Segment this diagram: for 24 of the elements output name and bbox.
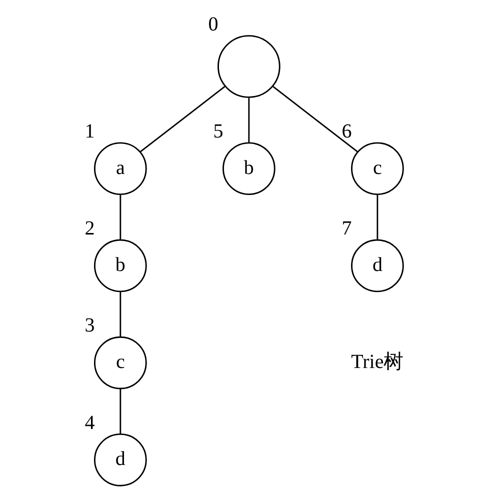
node-label: 5 (213, 120, 224, 142)
node-label: 1 (84, 120, 95, 142)
node-circle: c (351, 142, 404, 196)
label: Trie树 (351, 351, 404, 374)
node-label: 0 (208, 13, 218, 36)
connector (376, 194, 378, 240)
node-circle: b (222, 142, 276, 196)
node-circle: b (94, 239, 147, 292)
node-label: 4 (84, 412, 95, 434)
connector (140, 86, 226, 152)
node-label: 7 (342, 218, 352, 240)
node-label: 2 (84, 218, 95, 240)
connector (248, 98, 250, 143)
connector (120, 194, 122, 240)
node-label: 6 (342, 120, 352, 142)
connector (120, 389, 122, 434)
connector (120, 292, 122, 336)
node-circle: a (94, 142, 147, 196)
node-circle: d (351, 239, 404, 292)
connector (272, 86, 358, 152)
node-circle (218, 35, 280, 98)
node-circle: d (94, 434, 147, 486)
node-circle: c (94, 336, 147, 390)
node-label: 3 (84, 314, 95, 337)
